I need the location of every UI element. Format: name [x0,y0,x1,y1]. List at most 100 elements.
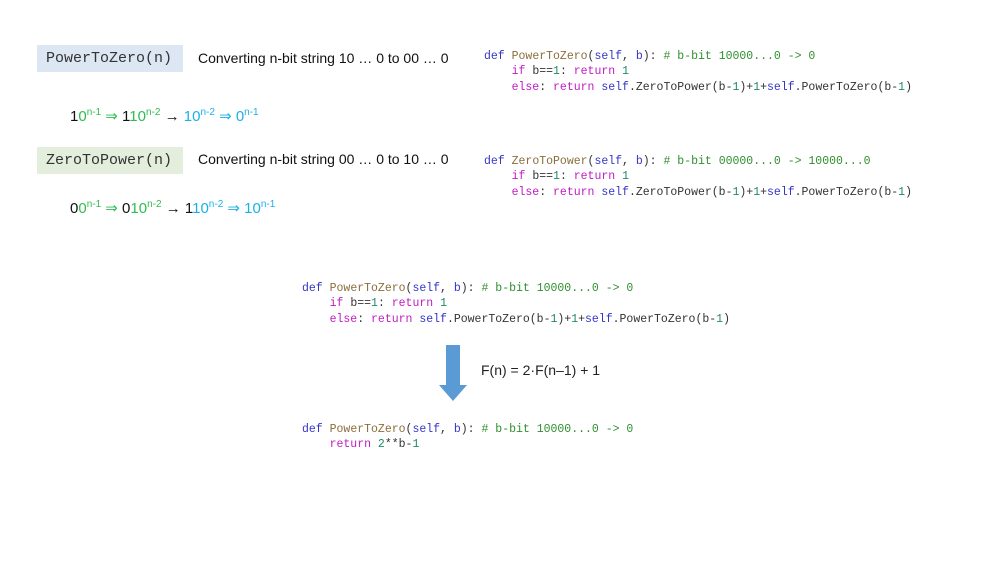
code-line: def ZeroToPower(self, b): # b-bit 00000.… [484,154,912,169]
formula-exponent: n-1 [260,199,276,210]
code-token: + [578,312,586,326]
code-token: return [573,170,623,184]
code-token: 1 [550,312,558,326]
zero-to-power-label: ZeroToPower(n) [37,147,183,174]
formula-exponent: n-1 [86,107,102,118]
code-token: .PowerToZero(b- [612,312,717,326]
code-token: ) [905,185,912,199]
code-token: if [302,297,351,311]
code-token: , [440,423,454,436]
code-token: else [302,312,358,326]
code-line: def PowerToZero(self, b): # b-bit 10000.… [302,281,730,296]
code-closed-form-power-to-zero: def PowerToZero(self, b): # b-bit 10000.… [302,422,633,453]
code-token: , [622,155,636,168]
formula-term: 10 [192,200,209,217]
code-line: def PowerToZero(self, b): # b-bit 10000.… [302,422,633,437]
code-token: self [585,312,613,326]
code-token: 1 [622,65,629,79]
code-token: 1 [412,438,420,452]
formula-term: 0 [78,108,87,125]
formula-term: ⇒ [214,108,236,125]
code-token: def [484,155,512,168]
code-token: ): [460,282,482,295]
code-token: )+ [739,185,754,199]
code-token: self [412,423,441,436]
zero-to-power-formula: 00n-1 ⇒ 010n-2 → 110n-2 ⇒ 10n-1 [70,199,275,217]
code-token: 1 [622,170,629,184]
code-token: b [453,423,461,436]
code-token: b [635,50,643,63]
code-token: b [635,155,643,168]
code-token: PowerToZero [511,50,588,63]
code-token: 1 [371,297,378,311]
code-token: return [371,312,420,326]
code-token: 1 [553,170,560,184]
code-token: PowerToZero [329,423,406,436]
formula-term: 0 [78,200,87,217]
code-token: ) [905,80,912,94]
formula-term: 1 [122,108,130,125]
formula-term: 10 [130,200,148,217]
formula-term: 0 [70,200,79,217]
code-token: def [302,282,330,295]
code-token: .ZeroToPower(b- [628,80,733,94]
code-token: b== [350,297,372,311]
formula-term: ⇒ [223,200,245,217]
code-token: .PowerToZero(b- [446,312,551,326]
formula-term: 1 [184,200,193,217]
code-token: def [484,50,512,63]
code-token: self [767,185,795,199]
code-token: 1 [898,80,906,94]
code-token: PowerToZero [329,282,406,295]
code-token: b [453,282,461,295]
code-token: # b-bit 10000...0 -> 0 [481,423,634,436]
code-token: 1 [753,80,761,94]
code-token: self [594,50,623,63]
formula-exponent: n-2 [200,107,215,118]
code-token: ) [723,312,730,326]
code-token: ( [405,423,413,436]
code-token: return [302,438,378,452]
code-line: else: return self.ZeroToPower(b-1)+1+sel… [484,80,912,95]
code-token: return [573,65,623,79]
code-zero-to-power: def ZeroToPower(self, b): # b-bit 00000.… [484,154,912,200]
code-token: def [302,423,330,436]
recurrence-formula: F(n) = 2·F(n–1) + 1 [481,362,601,378]
code-token: 1 [732,80,740,94]
code-token: .PowerToZero(b- [794,185,899,199]
formula-term: 1 [70,108,79,125]
code-token: else [484,185,540,199]
zero-to-power-description: Converting n-bit string 00 … 0 to 10 … 0 [198,151,449,167]
code-token: # b-bit 00000...0 -> 10000...0 [663,155,871,168]
code-power-to-zero: def PowerToZero(self, b): # b-bit 10000.… [484,49,912,95]
code-line: else: return self.PowerToZero(b-1)+1+sel… [302,312,730,327]
code-line: if b==1: return 1 [484,64,912,79]
code-token: ZeroToPower [511,155,588,168]
formula-term: 0 [122,200,131,217]
code-token: : [559,170,574,184]
power-to-zero-formula: 10n-1 ⇒ 110n-2 → 10n-2 ⇒ 0n-1 [70,107,259,125]
code-token: 1 [716,312,724,326]
code-token: : [539,80,554,94]
code-token: ): [642,50,664,63]
formula-exponent: n-2 [147,199,162,210]
formula-exponent: n-1 [244,107,259,118]
code-token: )+ [739,80,754,94]
code-token: ( [587,50,595,63]
code-token: + [760,185,768,199]
code-token: : [559,65,574,79]
code-line: if b==1: return 1 [302,296,730,311]
code-token: ): [642,155,664,168]
formula-term: ⇒ [101,108,123,125]
code-line: if b==1: return 1 [484,169,912,184]
formula-exponent: n-2 [208,199,224,210]
code-token: # b-bit 10000...0 -> 0 [481,282,634,295]
code-token: **b- [384,438,413,452]
code-token: ( [405,282,413,295]
code-token: : [539,185,554,199]
code-token: self [419,312,447,326]
code-line: else: return self.ZeroToPower(b-1)+1+sel… [484,185,912,200]
formula-term: 10 [244,200,261,217]
formula-term: → [161,200,185,217]
